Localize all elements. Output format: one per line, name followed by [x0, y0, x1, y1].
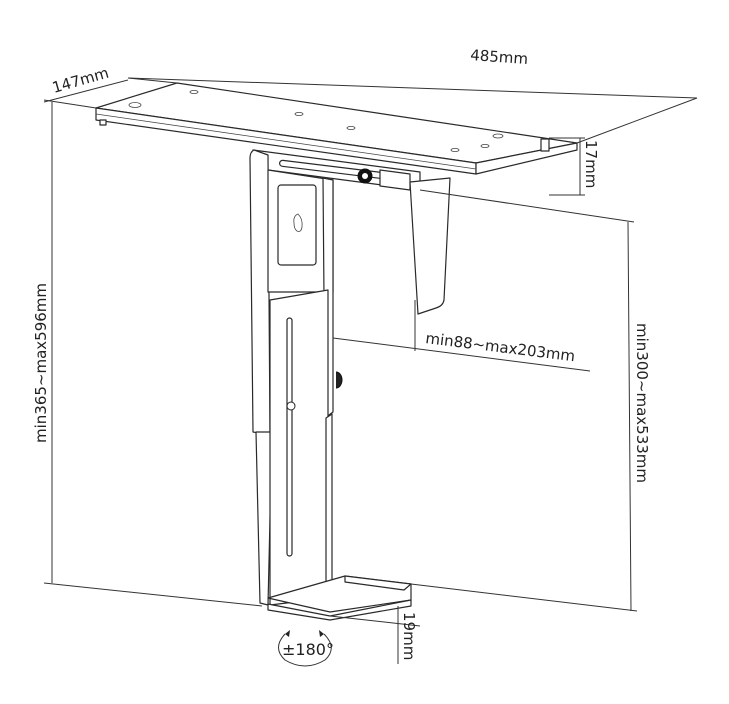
label-inner-height: min300~max533mm	[633, 323, 651, 483]
label-base-thickness: 19mm	[400, 612, 418, 660]
label-plate-width: 485mm	[470, 46, 529, 68]
height-adjust-screw	[286, 401, 296, 411]
label-plate-depth: 147mm	[50, 64, 111, 97]
slide-rail	[252, 149, 421, 191]
vertical-frame	[249, 149, 343, 606]
rear-side-flap	[409, 177, 451, 315]
label-total-height: min365~max596mm	[32, 283, 50, 443]
rotation-arc-icon	[278, 633, 332, 667]
side-clamp-knob	[335, 371, 343, 389]
label-plate-thickness: 17mm	[582, 140, 600, 188]
label-rotation: ±180°	[282, 640, 334, 659]
top-mounting-plate	[95, 82, 578, 175]
dimension-lines	[43, 77, 698, 667]
bottom-tray	[267, 575, 412, 621]
